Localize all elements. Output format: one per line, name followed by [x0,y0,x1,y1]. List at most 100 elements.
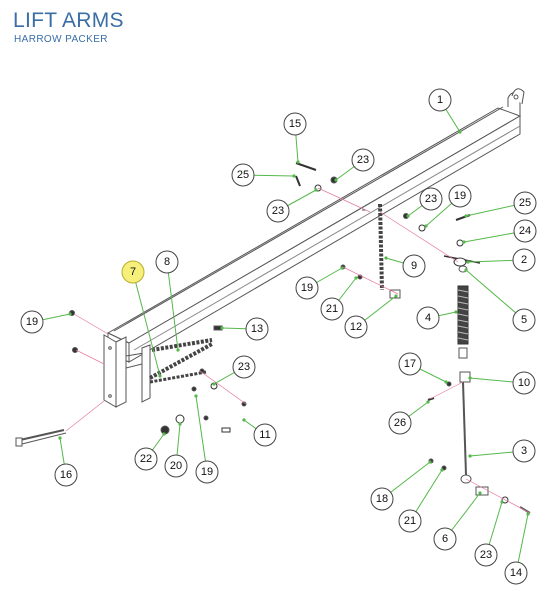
callout-c22: 22 [134,432,166,471]
callout-c8: 8 [155,250,180,352]
callout-c20: 20 [164,422,188,478]
callout-number: 3 [521,445,527,457]
callout-leader-tip [468,376,472,380]
callout-bubble [320,297,344,321]
callout-leader-tip [340,266,344,270]
callout-number: 23 [238,361,250,373]
callout-leader-tip [68,312,72,316]
callout-number: 21 [404,515,416,527]
callout-number: 19 [26,316,38,328]
callout-number: 2 [521,254,527,266]
callout-c25a: 25 [231,163,296,187]
callout-bubble [232,355,256,379]
callout-c13: 13 [220,317,269,341]
callout-bubble [283,112,307,136]
callout-c10: 10 [468,371,536,395]
page-title: LIFT ARMS [13,9,124,32]
callout-number: 8 [164,256,170,268]
parts-drawing [15,88,531,514]
callout-number: 9 [411,260,417,272]
callout-c2: 2 [466,248,536,272]
callout-leader-tip [462,240,466,244]
assembly-lines [65,187,531,514]
callout-c23a: 23 [334,148,375,182]
callout-c23d: 23 [212,355,256,386]
callout-leader-tip [500,500,504,504]
callout-bubble [433,527,457,551]
pivot-hardware [295,162,338,192]
callout-c19b: 19 [295,266,344,300]
callout-leader-tip [162,432,166,436]
callout-bubble [419,187,443,211]
callout-bubble [195,460,219,484]
callout-bubble [164,454,188,478]
callout-leader-tip [212,382,216,386]
callout-bubble [512,439,536,463]
callout-c19c: 19 [424,184,472,228]
callout-leader-tip [464,268,468,272]
callout-leader-tip [468,454,472,458]
callout-number: 5 [521,314,527,326]
callout-bubble [513,191,537,215]
callout-bubble [388,411,412,435]
callout-leader-tip [58,436,62,440]
callout-number: 13 [251,323,263,335]
callout-c19a: 19 [20,310,72,334]
callout-number: 4 [425,312,431,324]
callout-number: 12 [350,321,362,333]
callout-bubble [398,509,422,533]
callout-bubble [54,463,78,487]
callout-number: 26 [394,417,406,429]
callout-number: 21 [326,303,338,315]
left-hardware [69,310,247,435]
callout-bubble [231,163,255,187]
callout-number: 17 [404,358,416,370]
callout-leader-tip [444,380,448,384]
callout-number: 22 [140,453,152,465]
callout-c15: 15 [283,112,307,164]
callout-bubble [344,315,368,339]
callout-leader-line [195,395,208,473]
callout-c25b: 25 [464,191,537,218]
callout-c23e: 23 [474,500,504,567]
callout-leader-tip [428,460,432,464]
callout-number: 23 [272,205,284,217]
callout-leader-tip [424,224,428,228]
callout-bubble [504,561,528,585]
callout-number: 15 [289,118,301,130]
callout-number: 16 [60,469,72,481]
callout-bubble [121,260,145,284]
callout-c17: 17 [398,352,448,384]
callout-bubble [20,310,44,334]
callout-leader-tip [478,491,482,495]
callout-leader-tip [526,512,530,516]
callout-number: 23 [425,193,437,205]
callout-c26: 26 [388,400,430,435]
callout-leader-tip [354,276,358,280]
callout-bubble [512,308,536,332]
callout-leader-line [132,271,161,377]
long-bolt [15,429,67,447]
callout-bubble [448,184,472,208]
callout-c9: 9 [384,254,426,278]
callout-leader-tip [314,188,318,192]
callout-leader-tip [384,256,388,260]
callout-c1: 1 [428,88,462,134]
callout-c3: 3 [468,439,536,463]
callout-number: 19 [301,282,313,294]
callout-c21a: 21 [320,276,358,321]
callout-leader-tip [394,294,398,298]
callout-number: 25 [519,197,531,209]
callout-leader-tip [426,400,430,404]
callout-leader-tip [440,468,444,472]
callout-number: 11 [259,429,270,441]
callout-c4: 4 [416,306,458,330]
callout-bubble [253,423,277,447]
callout-bubble [428,88,452,112]
callout-bubble [513,219,537,243]
callout-leader-tip [178,422,182,426]
callout-c21b: 21 [398,468,444,533]
callout-leader-tip [296,160,300,164]
